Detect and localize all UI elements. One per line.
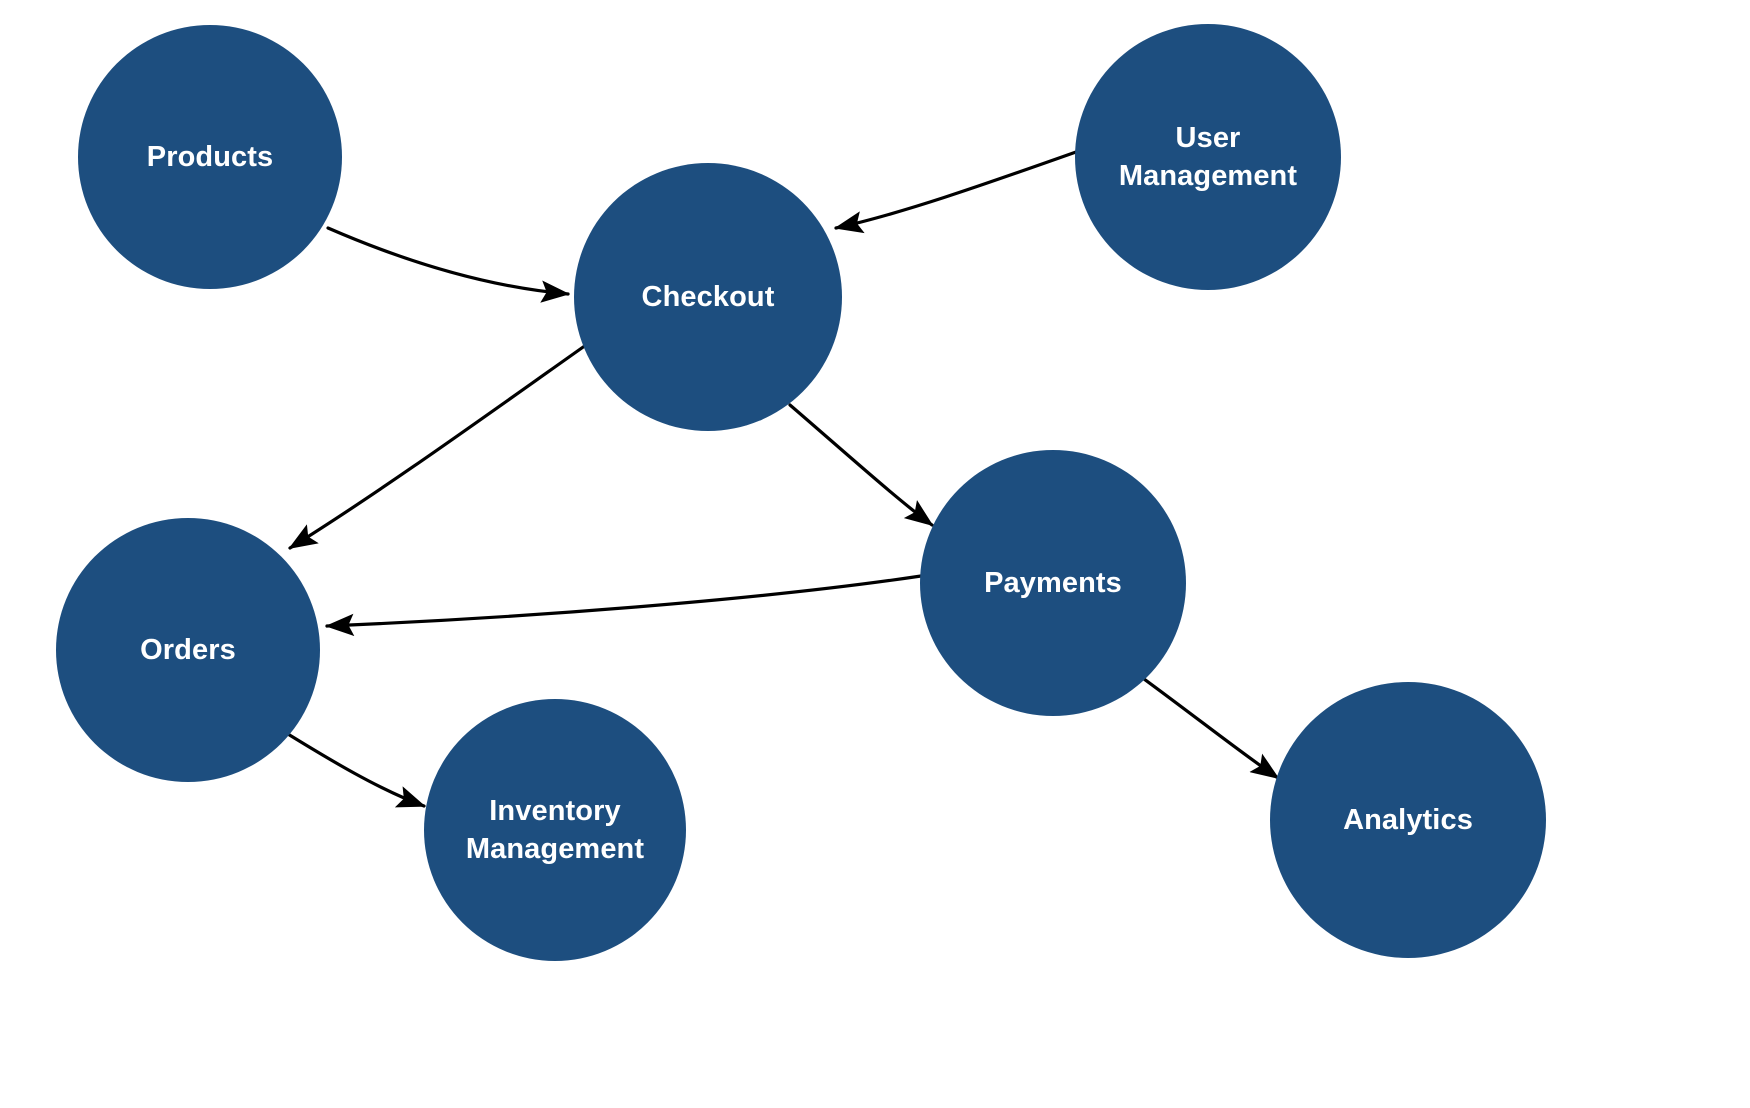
- graph-edge-products-to-checkout: [326, 226, 570, 303]
- graph-node-checkout[interactable]: Checkout: [574, 163, 842, 431]
- graph-edge-checkout-to-orders: [288, 343, 588, 550]
- graph-node-products[interactable]: Products: [78, 25, 342, 289]
- graph-node-label-user_mgmt: User Management: [1118, 121, 1298, 192]
- graph-node-inventory[interactable]: Inventory Management: [424, 699, 686, 961]
- graph-edge-payments-to-orders: [325, 574, 923, 637]
- graph-edge-orders-to-inventory: [281, 729, 426, 808]
- graph-node-label-payments: Payments: [984, 566, 1122, 599]
- edge-paths: [281, 150, 1280, 808]
- graph-node-payments[interactable]: Payments: [920, 450, 1186, 716]
- graph-node-user_mgmt[interactable]: User Management: [1075, 24, 1341, 290]
- graph-node-label-analytics: Analytics: [1343, 803, 1473, 836]
- graph-node-label-orders: Orders: [140, 633, 236, 666]
- graph-edge-user_mgmt-to-checkout: [834, 150, 1078, 234]
- graph-edge-checkout-to-payments: [788, 403, 934, 527]
- graph-node-label-inventory: Inventory Management: [465, 794, 645, 865]
- graph-node-orders[interactable]: Orders: [56, 518, 320, 782]
- graph-node-analytics[interactable]: Analytics: [1270, 682, 1546, 958]
- graph-node-label-checkout: Checkout: [641, 280, 775, 313]
- graph-edge-payments-to-analytics: [1138, 674, 1280, 780]
- graph-node-label-products: Products: [146, 140, 274, 173]
